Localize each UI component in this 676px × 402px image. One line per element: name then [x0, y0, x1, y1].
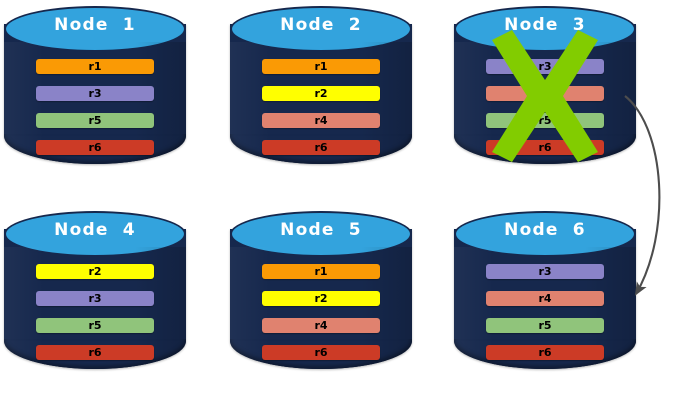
- node-1-replica-list: r1 r3 r5 r6: [36, 59, 154, 155]
- node-3-label: Node 3: [504, 15, 586, 35]
- node-5-replica-list: r1 r2 r4 r6: [262, 264, 380, 360]
- replica-bar[interactable]: r2: [262, 86, 380, 101]
- replica-bar[interactable]: r1: [262, 264, 380, 279]
- replica-bar[interactable]: r6: [262, 345, 380, 360]
- node-4[interactable]: Node 4 r2 r3 r5 r6: [0, 207, 190, 385]
- replica-bar[interactable]: r5: [486, 113, 604, 128]
- replica-bar[interactable]: r6: [486, 140, 604, 155]
- replica-bar[interactable]: r3: [36, 86, 154, 101]
- replica-bar[interactable]: r5: [486, 318, 604, 333]
- replica-bar[interactable]: r6: [36, 140, 154, 155]
- cylinder-top-ellipse: [454, 211, 636, 257]
- node-1-label: Node 1: [54, 15, 136, 35]
- replica-bar[interactable]: r1: [262, 59, 380, 74]
- replica-bar[interactable]: r4: [486, 291, 604, 306]
- replica-bar[interactable]: r3: [486, 264, 604, 279]
- node-4-label: Node 4: [54, 220, 136, 240]
- replica-bar[interactable]: r6: [262, 140, 380, 155]
- cylinder-top-ellipse: [4, 6, 186, 52]
- node-4-replica-list: r2 r3 r5 r6: [36, 264, 154, 360]
- cylinder-top-ellipse: [4, 211, 186, 257]
- replica-bar[interactable]: r6: [36, 345, 154, 360]
- node-3-replica-list: r3 r4 r5 r6: [486, 59, 604, 155]
- replica-bar[interactable]: r1: [36, 59, 154, 74]
- node-6-replica-list: r3 r4 r5 r6: [486, 264, 604, 360]
- node-6-label: Node 6: [504, 220, 586, 240]
- replica-bar[interactable]: r5: [36, 113, 154, 128]
- node-6[interactable]: Node 6 r3 r4 r5 r6: [450, 207, 640, 385]
- node-2-label: Node 2: [280, 15, 362, 35]
- replica-bar[interactable]: r5: [36, 318, 154, 333]
- node-3[interactable]: Node 3 r3 r4 r5 r6: [450, 2, 640, 180]
- node-5[interactable]: Node 5 r1 r2 r4 r6: [226, 207, 416, 385]
- replica-bar[interactable]: r6: [486, 345, 604, 360]
- replica-bar[interactable]: r3: [36, 291, 154, 306]
- node-1[interactable]: Node 1 r1 r3 r5 r6: [0, 2, 190, 180]
- replica-bar[interactable]: r2: [36, 264, 154, 279]
- replica-bar[interactable]: r4: [486, 86, 604, 101]
- replica-bar[interactable]: r3: [486, 59, 604, 74]
- replica-bar[interactable]: r4: [262, 113, 380, 128]
- node-2[interactable]: Node 2 r1 r2 r4 r6: [226, 2, 416, 180]
- node-5-label: Node 5: [280, 220, 362, 240]
- replica-bar[interactable]: r2: [262, 291, 380, 306]
- replica-bar[interactable]: r4: [262, 318, 380, 333]
- cylinder-top-ellipse: [230, 6, 412, 52]
- node-2-replica-list: r1 r2 r4 r6: [262, 59, 380, 155]
- cylinder-top-ellipse: [230, 211, 412, 257]
